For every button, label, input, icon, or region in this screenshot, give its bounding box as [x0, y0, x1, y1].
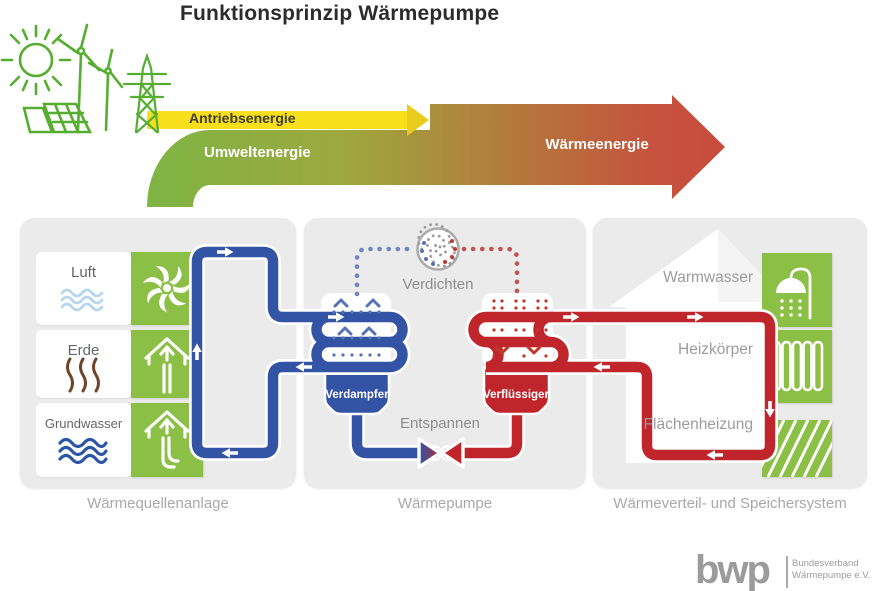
expand-label: Entspannen	[399, 415, 481, 432]
drive-energy-arrowhead	[407, 104, 429, 136]
heating-circuit	[468, 311, 776, 461]
air-label: Luft	[70, 264, 97, 281]
earth-heat-icon	[66, 357, 100, 393]
sun-icon	[0, 24, 72, 96]
source-row-air	[36, 252, 131, 325]
drive-energy-label: Antriebsenergie	[189, 110, 296, 126]
air-waves-icon	[60, 288, 104, 312]
groundwater-well-icon	[144, 410, 190, 469]
wind-turbine-icon	[56, 23, 124, 132]
earth-label: Erde	[67, 342, 100, 359]
distribution-panel-caption: Wärmeverteil- und Speichersystem	[613, 495, 847, 512]
ground-probe-icon	[144, 337, 190, 394]
evaporator-label: Verdampfer	[325, 389, 389, 401]
compressor-icon	[416, 222, 460, 271]
condenser-label: Verflüssiger	[483, 389, 549, 401]
evaporator-block	[321, 293, 391, 367]
evaporator-vessel	[323, 366, 391, 416]
energy-flow-band	[147, 95, 725, 207]
heat-energy-arrow	[147, 95, 725, 207]
condenser-condense-marks	[494, 345, 542, 355]
logo-org-line1: Bundesverband	[792, 558, 859, 569]
evaporator-vapor-marks	[333, 298, 381, 336]
condenser-dot-grid	[492, 299, 548, 358]
refrigerant-pipes	[349, 398, 525, 461]
fan-icon	[141, 263, 194, 315]
bwp-logo: bwp	[695, 548, 771, 591]
expansion-valve-icon	[417, 437, 465, 469]
condenser-vessel	[482, 366, 551, 416]
shower-icon	[776, 267, 812, 320]
compressor-lines	[354, 246, 520, 297]
heat-pump-panel-caption: Wärmepumpe	[397, 495, 493, 512]
groundwater-waves-icon	[58, 437, 108, 465]
logo-org-line2: Wärmepumpe e.V.	[792, 570, 871, 581]
drive-energy-arrow	[147, 111, 407, 129]
evaporator-dot-grid	[332, 310, 381, 357]
heat-energy-label: Wärmeenergie	[545, 136, 649, 153]
hot-water-label: Warmwasser	[663, 269, 753, 286]
ambient-energy-label: Umweltenergie	[204, 144, 311, 161]
source-panel-caption: Wärmequellenanlage	[87, 495, 229, 512]
renewable-energy-icons	[0, 23, 172, 134]
page-title: Funktionsprinzip Wärmepumpe	[180, 2, 500, 25]
source-row-groundwater	[36, 403, 131, 477]
floor-heating-label: Flächenheizung	[643, 416, 753, 433]
power-pylon-icon	[122, 52, 172, 134]
groundwater-label: Grundwasser	[44, 416, 123, 431]
solar-panel-icon	[22, 102, 93, 134]
logo-org-name: Bundesverband Wärmepumpe e.V.	[792, 558, 870, 582]
brine-circuit	[191, 246, 408, 459]
radiator-label: Heizkörper	[678, 341, 753, 358]
compress-label: Verdichten	[402, 276, 474, 293]
logo-divider	[786, 556, 788, 588]
